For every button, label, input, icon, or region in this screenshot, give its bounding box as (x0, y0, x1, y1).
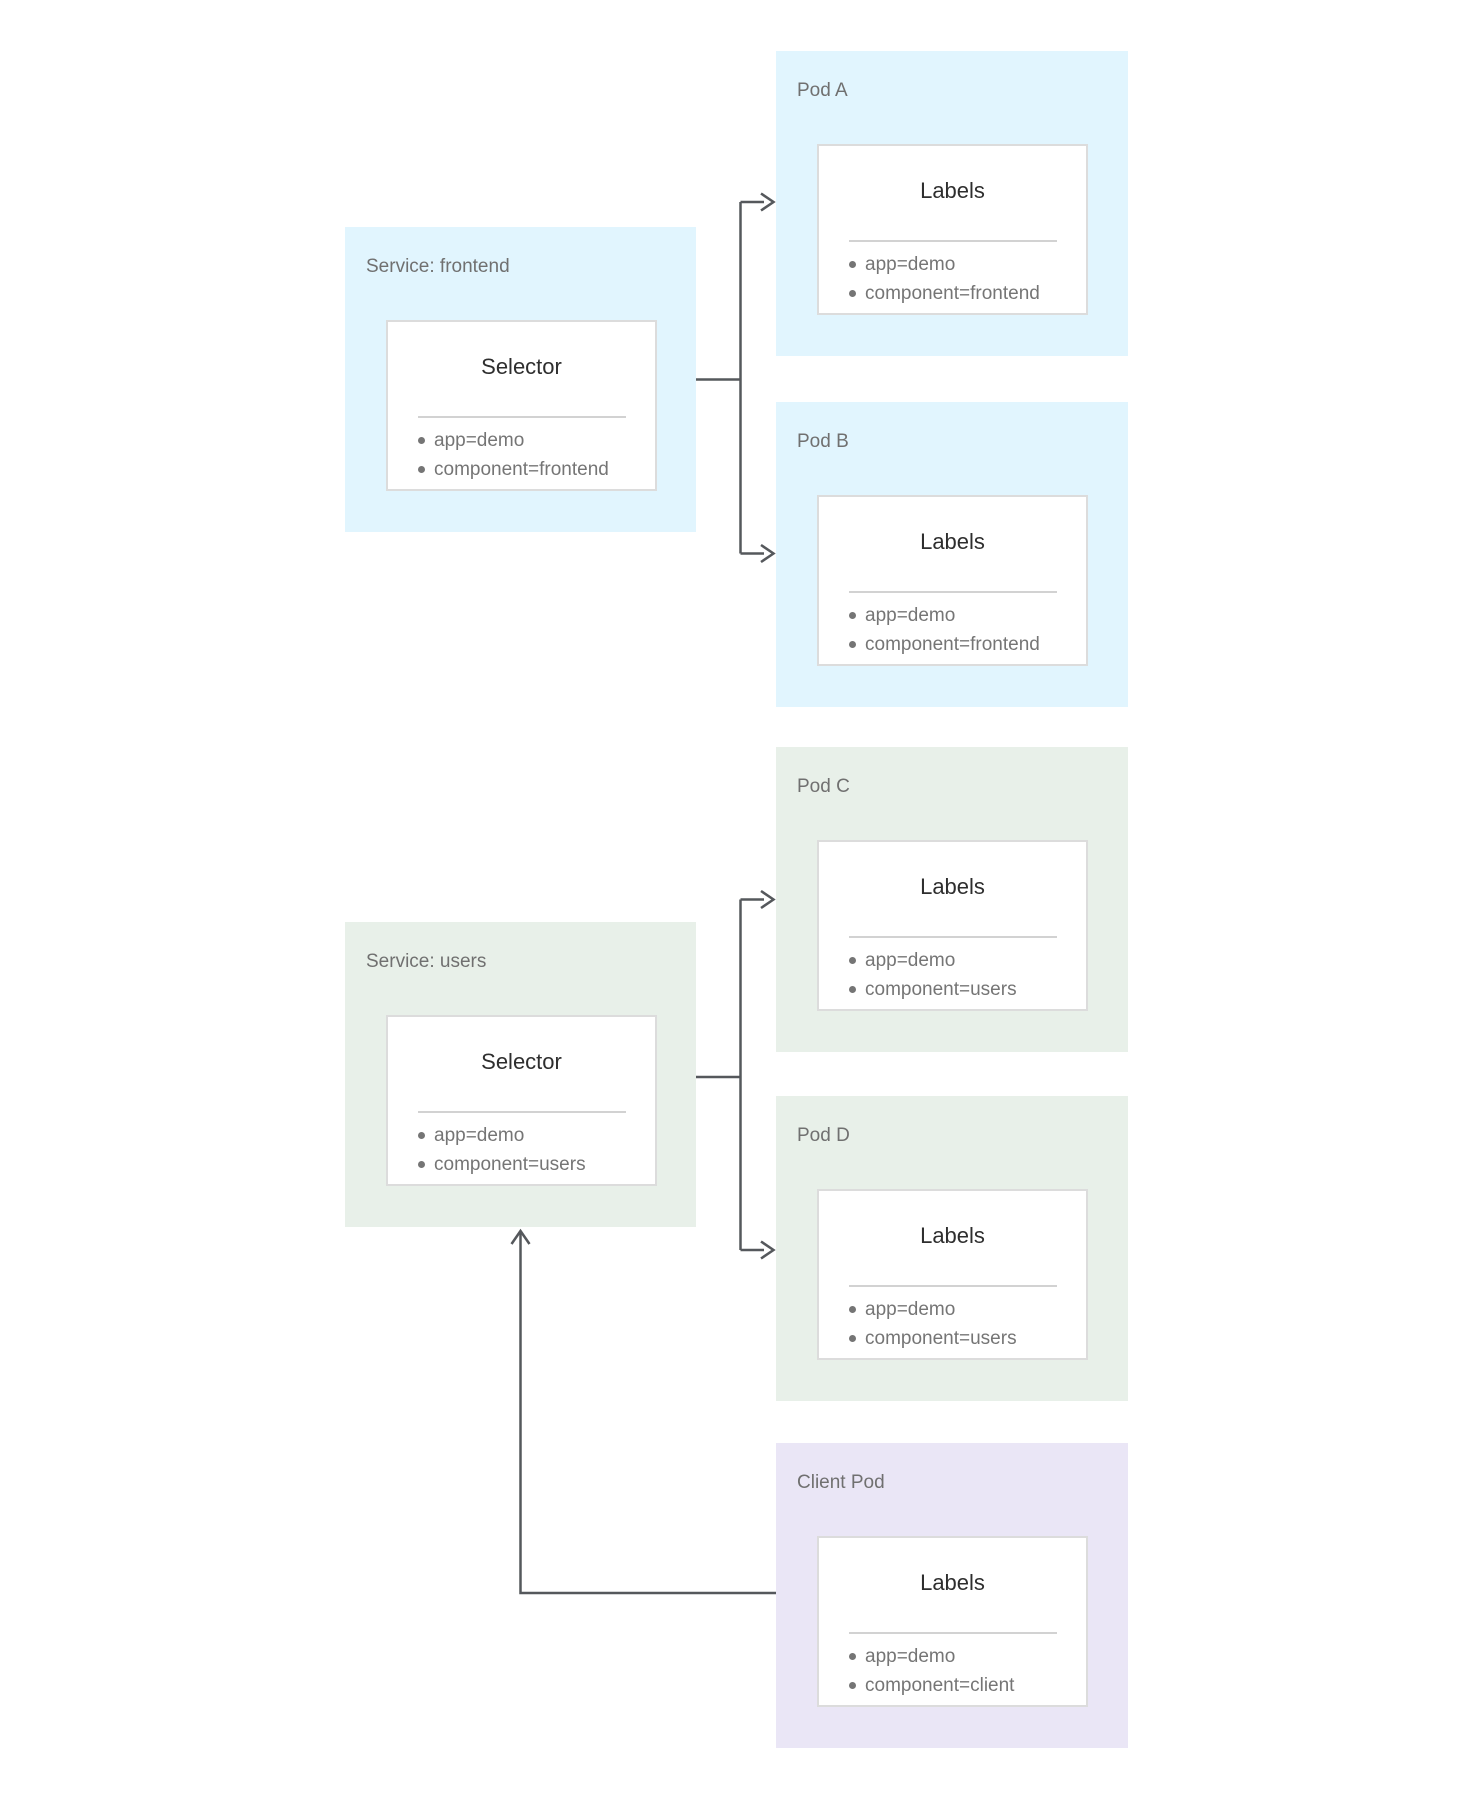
client-pod-box: Client Pod Labels app=demo component=cli… (776, 1443, 1128, 1748)
arrowhead-to-service-users (510, 1228, 531, 1245)
service-users-title: Service: users (366, 951, 487, 972)
pod-a-labels-card: Labels app=demo component=frontend (817, 144, 1088, 315)
label-item: app=demo (849, 1295, 1086, 1324)
label-item: component=client (849, 1671, 1086, 1700)
label-item: component=frontend (849, 279, 1086, 308)
service-frontend-title: Service: frontend (366, 256, 510, 277)
label-list: app=demo component=frontend (819, 250, 1086, 308)
selector-card-title: Selector (481, 1049, 562, 1074)
label-list: app=demo component=frontend (819, 601, 1086, 659)
label-item: component=users (849, 975, 1086, 1004)
pod-a-box: Pod A Labels app=demo component=frontend (776, 51, 1128, 356)
arrowhead-to-pod-b (760, 543, 776, 564)
connector-frontend-to-pods (696, 192, 776, 564)
label-item: component=users (849, 1324, 1086, 1353)
service-frontend-box: Service: frontend Selector app=demo comp… (345, 227, 696, 532)
card-separator (848, 1285, 1057, 1287)
card-separator (848, 1632, 1057, 1634)
arrowhead-to-pod-a (760, 192, 776, 212)
label-list: app=demo component=client (819, 1642, 1086, 1700)
service-frontend-selector-card: Selector app=demo component=frontend (386, 320, 657, 491)
pod-c-labels-card: Labels app=demo component=users (817, 840, 1088, 1011)
selector-item: component=users (418, 1150, 655, 1179)
connector-client-to-users-service (510, 1228, 776, 1595)
selector-item: app=demo (418, 426, 655, 455)
card-separator (848, 240, 1057, 242)
label-list: app=demo component=users (819, 946, 1086, 1004)
card-separator (417, 1111, 626, 1113)
client-pod-title: Client Pod (797, 1472, 885, 1493)
card-separator (417, 416, 626, 418)
labels-card-title: Labels (920, 178, 985, 203)
client-pod-labels-card: Labels app=demo component=client (817, 1536, 1088, 1707)
pod-b-labels-card: Labels app=demo component=frontend (817, 495, 1088, 666)
pod-b-box: Pod B Labels app=demo component=frontend (776, 402, 1128, 707)
labels-card-title: Labels (920, 529, 985, 554)
label-item: component=frontend (849, 630, 1086, 659)
label-list: app=demo component=users (819, 1295, 1086, 1353)
pod-c-title: Pod C (797, 776, 850, 797)
label-item: app=demo (849, 1642, 1086, 1671)
pod-d-box: Pod D Labels app=demo component=users (776, 1096, 1128, 1401)
label-item: app=demo (849, 946, 1086, 975)
selector-card-title: Selector (481, 354, 562, 379)
arrowhead-to-pod-d (760, 1240, 776, 1260)
pod-d-labels-card: Labels app=demo component=users (817, 1189, 1088, 1360)
card-separator (848, 591, 1057, 593)
pod-a-title: Pod A (797, 80, 848, 101)
service-users-selector-card: Selector app=demo component=users (386, 1015, 657, 1186)
labels-card-title: Labels (920, 874, 985, 899)
label-item: app=demo (849, 601, 1086, 630)
service-users-box: Service: users Selector app=demo compone… (345, 922, 696, 1227)
pod-b-title: Pod B (797, 431, 849, 452)
pod-d-title: Pod D (797, 1125, 850, 1146)
selector-item: app=demo (418, 1121, 655, 1150)
arrowhead-to-pod-c (760, 889, 776, 910)
selector-list: app=demo component=users (388, 1121, 655, 1179)
labels-card-title: Labels (920, 1223, 985, 1248)
connector-users-to-pods (696, 889, 776, 1260)
selector-item: component=frontend (418, 455, 655, 484)
label-item: app=demo (849, 250, 1086, 279)
selector-list: app=demo component=frontend (388, 426, 655, 484)
card-separator (848, 936, 1057, 938)
labels-card-title: Labels (920, 1570, 985, 1595)
pod-c-box: Pod C Labels app=demo component=users (776, 747, 1128, 1052)
